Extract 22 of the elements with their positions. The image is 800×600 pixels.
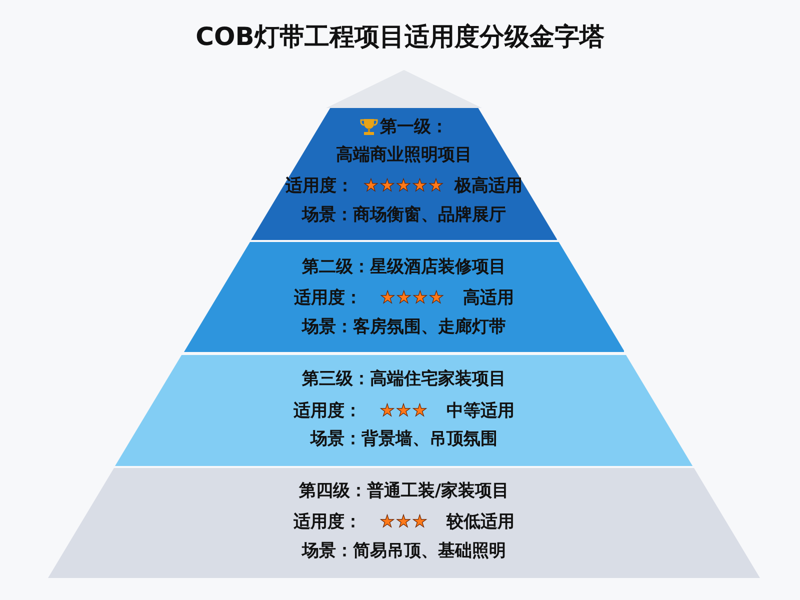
scene-text: 场景：简易吊顶、基础照明	[302, 540, 506, 562]
star-rating: ★★★	[380, 511, 428, 533]
rating-text: 高适用	[462, 287, 514, 309]
rating-label: 适用度：	[285, 175, 354, 197]
star-rating: ★★★★★	[363, 175, 445, 197]
rating-text: 中等适用	[446, 400, 514, 422]
tier-title: 第一级：	[380, 116, 448, 138]
tier-title: 第四级：普通工装/家装项目	[298, 480, 510, 502]
tier-title: 第二级：星级酒店装修项目	[302, 256, 506, 278]
scene-text: 场景：商场衡窗、品牌展厅	[302, 204, 506, 226]
rating-label: 适用度：	[294, 287, 362, 309]
tier-title: 高端商业照明项目	[336, 144, 472, 166]
rating-label: 适用度：	[294, 511, 362, 533]
rating-label: 适用度：	[294, 400, 362, 422]
title: COB灯带工程项目适用度分级金字塔	[194, 21, 606, 53]
rating-text: 较低适用	[446, 511, 514, 533]
scene-text: 场景：背景墙、吊顶氛围	[310, 428, 498, 450]
star-rating: ★★★	[380, 400, 428, 422]
scene-text: 场景：客房氛围、走廊灯带	[302, 316, 506, 338]
star-rating: ★★★★	[380, 287, 445, 309]
rating-text: 极高适用	[454, 175, 523, 197]
tier-title: 第三级：高端住宅家装项目	[302, 368, 506, 390]
